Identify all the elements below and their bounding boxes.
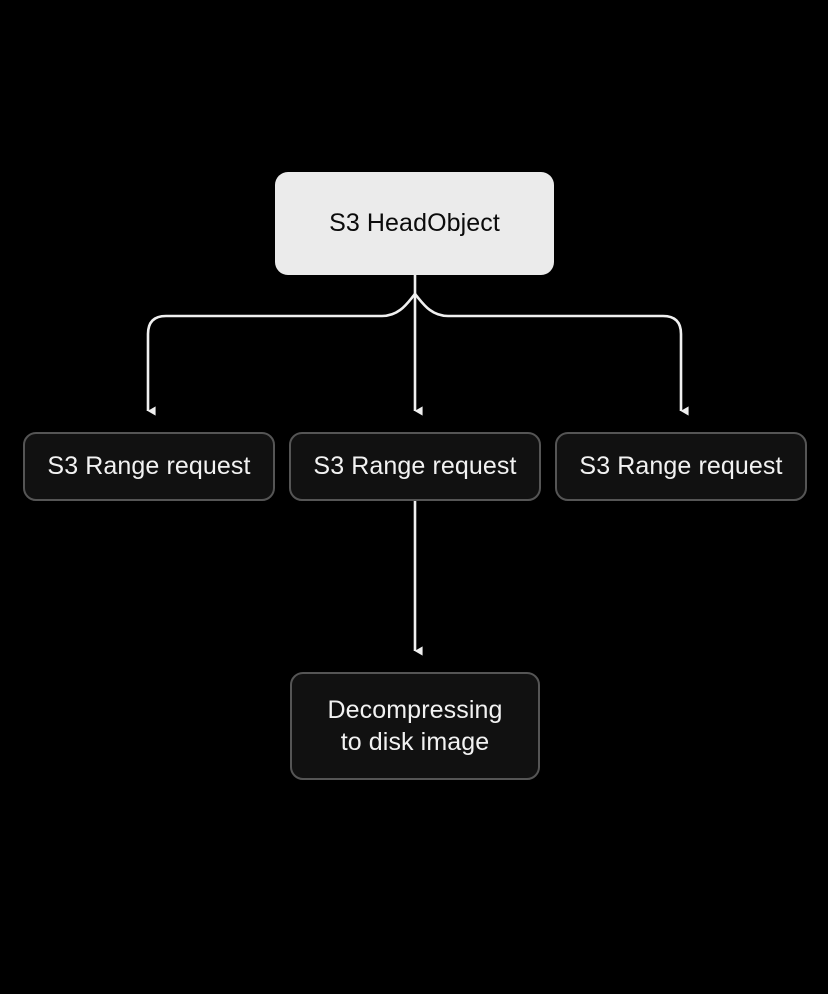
node-s3-range-request-3[interactable]: S3 Range request (555, 432, 807, 501)
node-s3-headobject-label: S3 HeadObject (329, 208, 500, 237)
edge-head-to-rr1 (146, 293, 416, 416)
node-s3-range-request-3-label: S3 Range request (579, 451, 783, 480)
node-decompressing-to-disk-image[interactable]: Decompressing to disk image (290, 672, 540, 780)
edge-head-to-rr3 (414, 293, 689, 416)
node-s3-range-request-1[interactable]: S3 Range request (23, 432, 275, 501)
node-s3-range-request-1-label: S3 Range request (47, 451, 251, 480)
node-s3-range-request-2[interactable]: S3 Range request (289, 432, 541, 501)
node-s3-range-request-2-label: S3 Range request (313, 451, 517, 480)
node-s3-headobject[interactable]: S3 HeadObject (275, 172, 554, 275)
node-decompressing-to-disk-image-label: Decompressing to disk image (327, 695, 503, 757)
